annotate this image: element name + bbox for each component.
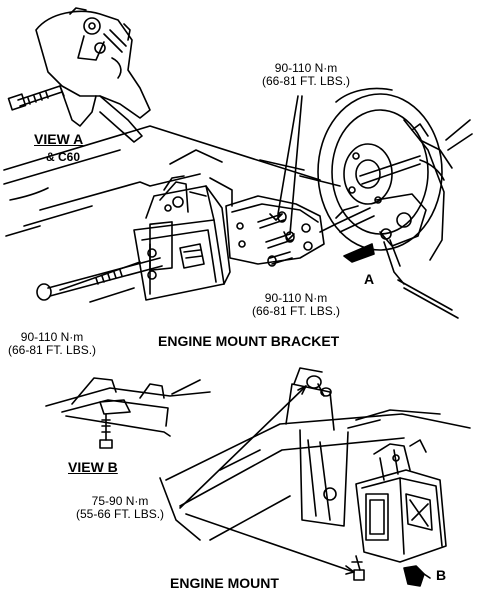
engine-mount-bracket-title: ENGINE MOUNT BRACKET [158, 334, 339, 349]
ref-letter-b-text: B [436, 567, 447, 583]
torque-label-left: 90-110 N·m (66-81 FT. LBS.) [8, 331, 96, 356]
bracket-plate [225, 195, 325, 267]
torque-left-imperial: (66-81 FT. LBS.) [8, 342, 97, 357]
engine-mount-upper [133, 175, 231, 301]
view-a-title: VIEW A [34, 132, 83, 147]
engine-mount-title-text: ENGINE MOUNT [170, 575, 279, 591]
brake-rotor-knuckle [317, 87, 473, 319]
ref-letter-a: A [364, 272, 374, 287]
lower-bolt-bottom [351, 555, 365, 581]
ref-letter-b: B [436, 568, 446, 583]
torque-top-imperial: (66-81 FT. LBS.) [262, 73, 351, 88]
torque-leaders-upper [269, 95, 303, 241]
view-b-illustration [45, 377, 211, 449]
view-a-subtitle-text: & C60 [46, 150, 81, 164]
view-a-illustration [7, 7, 151, 143]
frame-lower [159, 367, 471, 541]
lower-bolt-top [306, 375, 332, 397]
engine-mount-title: ENGINE MOUNT [170, 576, 279, 591]
view-b-title-text: VIEW B [68, 459, 118, 475]
view-a-subtitle: & C60 [46, 151, 80, 164]
torque-label-bottom: 75-90 N·m (55-66 FT. LBS.) [76, 495, 164, 520]
ref-arrow-b [403, 565, 431, 587]
ref-letter-a-text: A [364, 271, 375, 287]
frame-rail-upper [3, 125, 341, 303]
engine-mount-bracket-title-text: ENGINE MOUNT BRACKET [158, 333, 340, 349]
torque-leaders-lower [179, 385, 355, 575]
view-b-title: VIEW B [68, 460, 118, 475]
torque-mid-metric: 90-110 N·m [264, 291, 328, 305]
torque-bottom-metric: 75-90 N·m [91, 494, 149, 508]
engine-mount-lower [355, 439, 447, 563]
torque-top-metric: 90-110 N·m [274, 61, 338, 75]
torque-bottom-imperial: (55-66 FT. LBS.) [76, 506, 165, 521]
torque-mid-imperial: (66-81 FT. LBS.) [252, 303, 341, 318]
torque-label-mid: 90-110 N·m (66-81 FT. LBS.) [252, 292, 340, 317]
mount-through-bolt [36, 257, 163, 301]
torque-label-top: 90-110 N·m (66-81 FT. LBS.) [262, 62, 350, 87]
view-a-title-text: VIEW A [34, 131, 84, 147]
torque-left-metric: 90-110 N·m [20, 330, 84, 344]
